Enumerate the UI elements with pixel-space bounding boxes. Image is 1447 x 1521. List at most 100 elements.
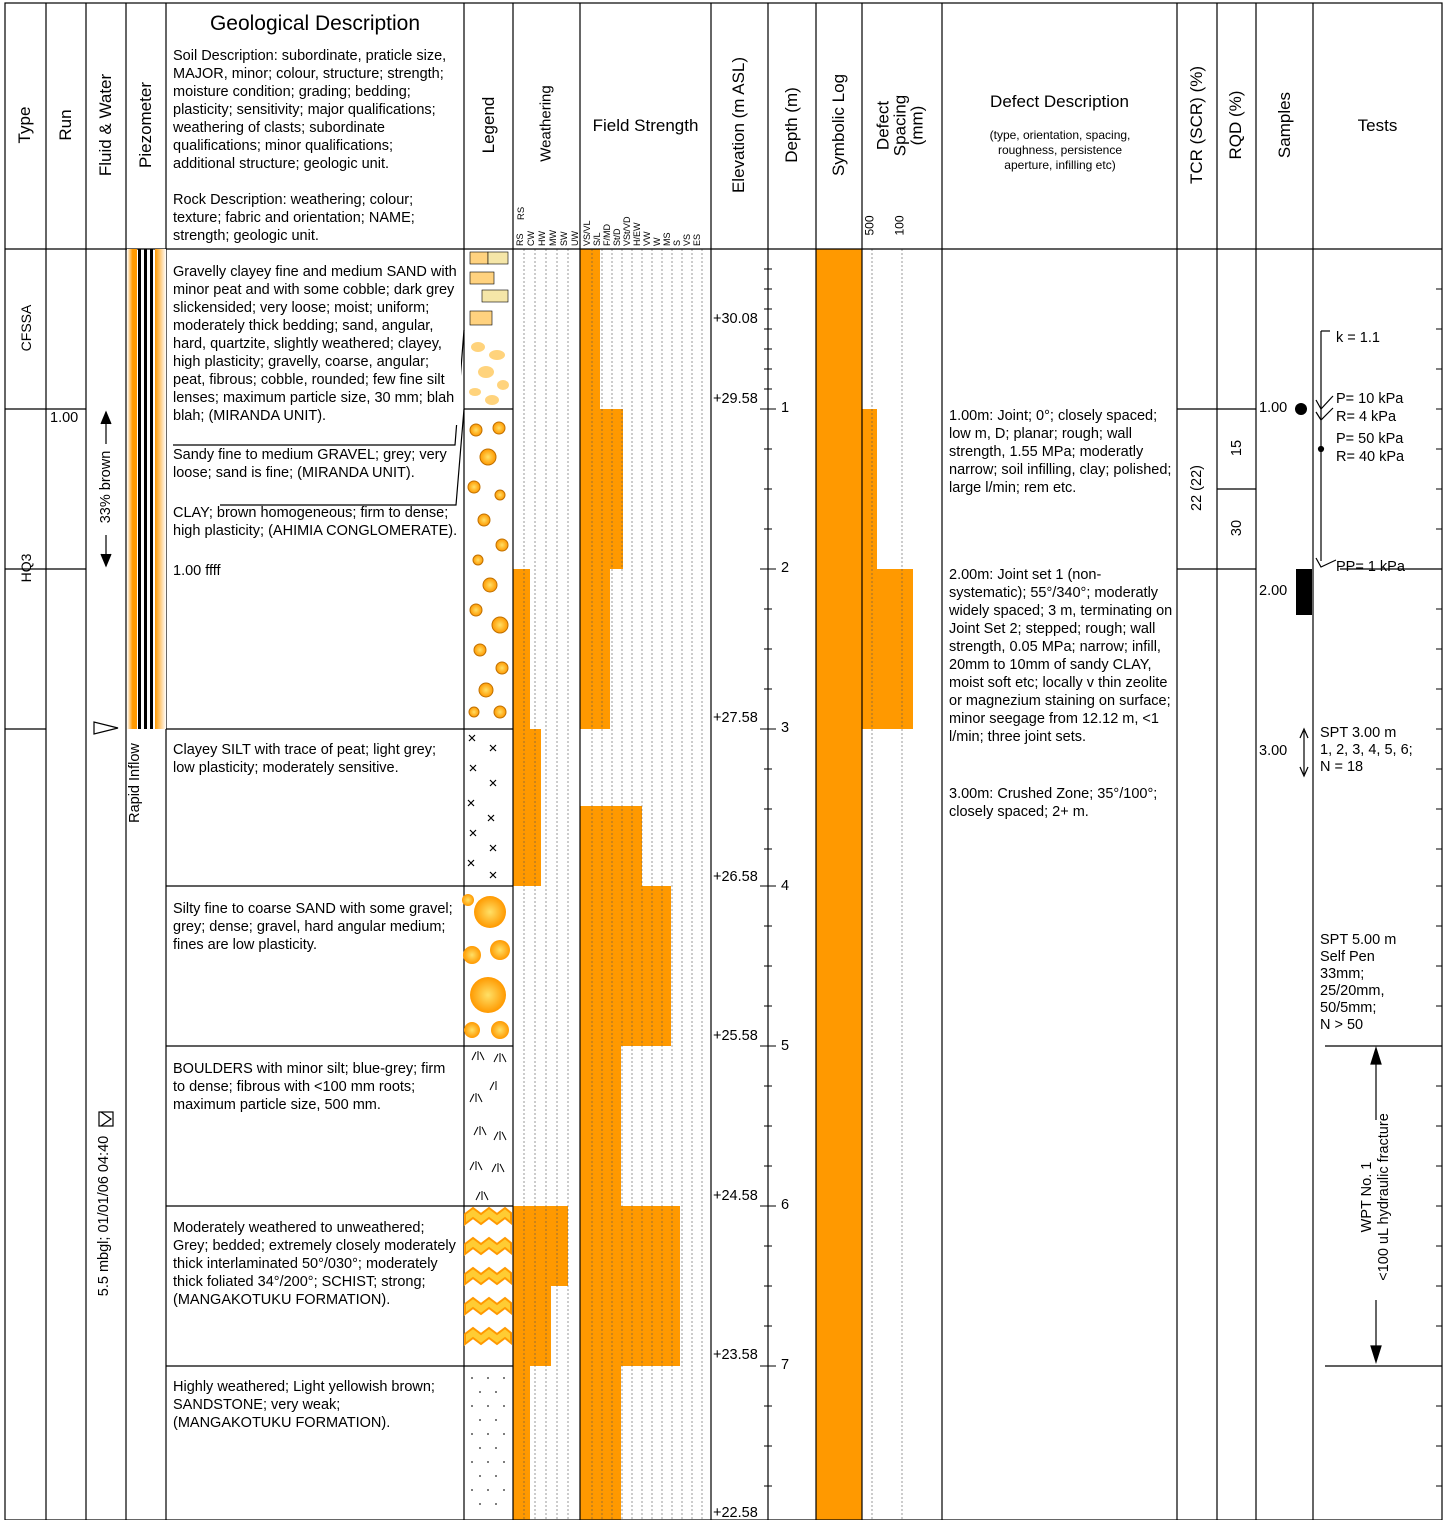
defect-description-sub: (type, orientation, spacing, roughness, … [989,128,1131,172]
rqd-value-1: 15 [1229,439,1245,457]
test-wpt: WPT No. 1 <100 uL hydraulic fracture [1359,1112,1393,1282]
strength-code-11: ES [692,234,702,246]
rqd-value-2: 30 [1229,519,1245,537]
defect-spacing-l1: Defect [873,100,893,151]
col-run: Run [56,109,75,141]
type-hq3: HQ3 [18,553,34,583]
test-spt5-f: N > 50 [1320,1017,1364,1033]
depth-2: 2 [781,560,790,576]
sample-2: 2.00 [1259,583,1288,599]
piezometer-graphic [127,249,166,729]
col-samples: Samples [1275,91,1294,159]
spacing-tick-100: 100 [892,215,907,236]
defect-spacing-l2: Spacing [890,94,910,157]
stratum-2b: CLAY; brown homogeneous; firm to dense; … [173,505,458,539]
strength-code-6: VW [642,231,652,246]
depth-4: 4 [781,878,790,894]
strength-code-7: W [652,237,662,246]
test-interval-lines [1315,330,1382,1365]
test-spt5-e: 50/5mm; [1320,1000,1377,1016]
test-p2: P= 50 kPa [1336,431,1404,447]
sample-1: 1.00 [1259,400,1288,416]
depth-1: 1 [781,400,790,416]
test-r2: R= 40 kPa [1336,449,1405,465]
weathering-code-mw: MW [548,230,558,246]
elevation-2: +29.58 [713,391,758,407]
strength-code-0: VS/VL [582,220,592,246]
stratum-2: Sandy fine to medium GRAVEL; grey; very … [173,447,447,481]
strength-code-3: St/D [612,228,622,246]
water-level-triangle [93,721,119,735]
water-level-symbol [98,1111,114,1127]
test-k: k = 1.1 [1336,330,1380,346]
defect-spacing-l3: (mm) [907,105,927,146]
field-strength-bars [580,249,680,1520]
stratum-7: Highly weathered; Light yellowish brown;… [173,1379,435,1431]
sample-3: 3.00 [1259,743,1288,759]
run-start: 1.00 [50,410,79,426]
strength-code-2: F/MD [602,224,612,246]
run-recovery: 33% brown [98,450,114,524]
tcr-value: 22 (22) [1189,465,1205,511]
defect-3: 3.00m: Crushed Zone; 35°/100°; closely s… [949,786,1158,820]
col-symbolic-log: Symbolic Log [829,73,848,177]
wpt-line2: <100 uL hydraulic fracture [1376,1113,1392,1281]
test-spt5-c: 33mm; [1320,966,1365,982]
rapid-inflow-label: Rapid Inflow [127,743,143,823]
elevation-1: +30.08 [713,311,758,327]
type-cfssa: CFSSA [18,304,34,352]
test-spt3-n: N = 18 [1320,759,1364,775]
test-r1: R= 4 kPa [1336,409,1397,425]
depth-3: 3 [781,720,790,736]
defect-spacing-bars [862,409,913,729]
geo-title: Geological Description [209,12,421,35]
elevation-7: +23.58 [713,1347,758,1363]
defect-1: 1.00m: Joint; 0°; closely spaced; low m,… [949,408,1172,496]
col-legend: Legend [479,96,498,154]
test-pp: PP= 1 kPa [1336,559,1405,575]
weathering-bars [513,569,568,1520]
col-piezometer: Piezometer [136,82,155,168]
elevation-6: +24.58 [713,1188,758,1204]
rock-description-key: Rock Description: weathering; colour; te… [173,192,415,244]
test-p1: P= 10 kPa [1336,391,1404,407]
depth-5: 5 [781,1038,790,1054]
weathering-code-cw: CW [526,231,536,246]
soil-description-key: Soil Description: subordinate, praticle … [173,48,447,172]
strength-code-1: S/L [592,232,602,246]
test-spt5: SPT 5.00 m [1320,932,1397,948]
test-spt5-b: Self Pen [1320,949,1375,965]
stratum-1: Gravelly clayey fine and medium SAND wit… [173,263,461,425]
stratum-6: Moderately weathered to unweathered; Gre… [173,1220,456,1308]
elevation-4: +26.58 [713,869,758,885]
strength-code-10: VS [682,234,692,246]
test-spt3-blows: 1, 2, 3, 4, 5, 6; [1320,742,1413,758]
weathering-code-hw: HW [537,231,547,246]
col-depth: Depth (m) [782,87,801,163]
col-defect-spacing: Defect Spacing (mm) [850,50,950,170]
col-field-strength: Field Strength [592,116,699,135]
legend-patterns [462,251,512,1505]
col-tcr: TCR (SCR) (%) [1187,65,1206,185]
elevation-8: +22.58 [713,1505,758,1521]
strength-code-8: MS [662,233,672,247]
test-spt5-d: 25/20mm, [1320,983,1385,999]
col-weathering: Weathering [537,85,555,162]
col-elevation: Elevation (m ASL) [729,56,748,194]
stratum-2c: 1.00 ffff [173,563,221,579]
depth-6: 6 [781,1197,790,1213]
stratum-4: Silty fine to coarse SAND with some grav… [173,901,453,953]
weathering-code-uw: UW [570,231,580,246]
strength-code-4: VSt/VD [622,216,632,246]
symbolic-log-bar [816,249,862,1520]
stratum-5: BOULDERS with minor silt; blue-grey; fir… [173,1061,446,1113]
col-rqd: RQD (%) [1226,90,1245,160]
test-spt3: SPT 3.00 m [1320,725,1397,741]
depth-7: 7 [781,1357,790,1373]
col-fluid-water: Fluid & Water [96,73,115,177]
sample-markers [1295,403,1312,778]
